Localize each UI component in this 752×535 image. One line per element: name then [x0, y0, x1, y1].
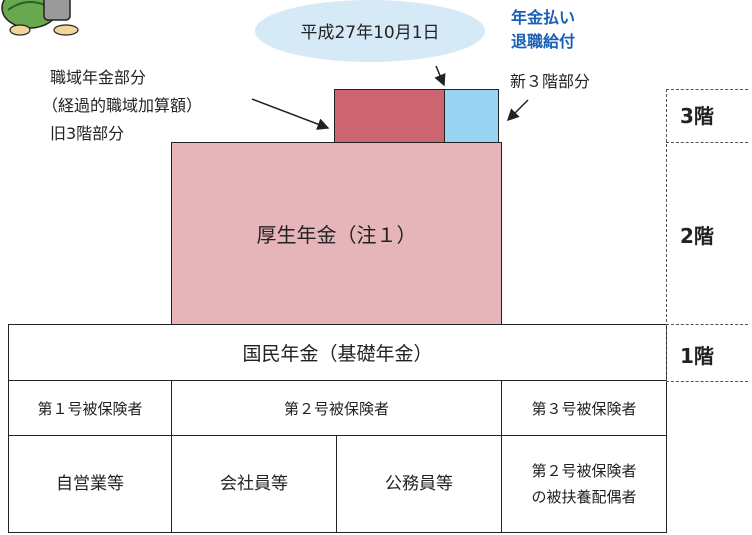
date-label: 平成27年10月1日 — [300, 23, 440, 43]
member-dependent-line2: の被扶養配偶者 — [531, 488, 637, 506]
arrow-date — [434, 65, 446, 87]
header-category-3-label: 第３号被保険者 — [531, 399, 637, 418]
old-tier-line3: 旧3階部分 — [50, 124, 125, 143]
header-category-1-label: 第１号被保険者 — [37, 399, 143, 418]
header-category-1: 第１号被保険者 — [8, 380, 172, 436]
member-company: 会社員等 — [171, 435, 337, 533]
kokumin-nenkin-label: 国民年金（基礎年金） — [242, 343, 433, 365]
member-dependent-line1: 第２号被保険者 — [531, 462, 637, 480]
old-tier-line2: （経過的職域加算額） — [42, 96, 203, 115]
kokumin-nenkin-block: 国民年金（基礎年金） — [8, 324, 667, 381]
kosei-nenkin-label: 厚生年金（注１） — [256, 223, 417, 247]
member-public: 公務員等 — [336, 435, 502, 533]
shokuiki-block — [334, 89, 445, 143]
level-divider-2-1 — [666, 324, 748, 325]
member-dependent: 第２号被保険者 の被扶養配偶者 — [501, 435, 667, 533]
new-tier-label-line2: 退職給付 — [511, 32, 576, 51]
new-tier-label-line1: 年金払い — [511, 8, 576, 27]
level-divider-vertical — [666, 89, 667, 382]
member-company-label: 会社員等 — [220, 474, 288, 494]
member-public-label: 公務員等 — [385, 474, 453, 494]
level-3-label: 3階 — [680, 104, 714, 128]
level-divider-3-2 — [666, 142, 748, 143]
old-tier-line1: 職域年金部分 — [50, 68, 147, 87]
turtle-mascot-icon — [1, 0, 79, 36]
level-divider-top — [666, 89, 748, 90]
arrow-new-tier — [506, 99, 529, 122]
header-category-3: 第３号被保険者 — [501, 380, 667, 436]
new-tier-label: 年金払い 退職給付 — [511, 6, 575, 54]
old-tier-label: 職域年金部分 （経過的職域加算額） 旧3階部分 — [42, 64, 202, 148]
level-2-label: 2階 — [680, 224, 714, 248]
header-category-2-label: 第２号被保険者 — [283, 399, 389, 418]
member-self-employed-label: 自営業等 — [56, 474, 124, 494]
kosei-nenkin-block: 厚生年金（注１） — [171, 142, 502, 325]
level-divider-bottom — [666, 381, 748, 382]
nenkin-harai-block — [444, 89, 499, 143]
date-bubble — [255, 0, 485, 62]
member-self-employed: 自営業等 — [8, 435, 172, 533]
new-tier-sub-label: 新３階部分 — [510, 72, 591, 91]
level-1-label: 1階 — [680, 344, 714, 368]
arrow-old-tier — [251, 98, 330, 130]
header-category-2: 第２号被保険者 — [171, 380, 502, 436]
